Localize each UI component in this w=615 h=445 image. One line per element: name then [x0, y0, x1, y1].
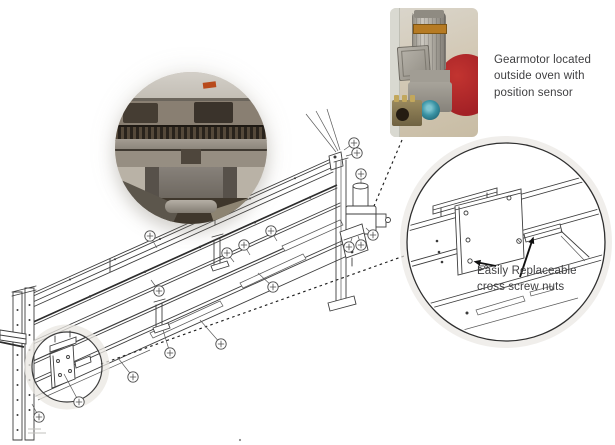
callout-balloon: [63, 373, 85, 408]
replaceable-nuts-note: Easily Replaceable cross screw nuts: [477, 264, 577, 296]
callout-balloon: [355, 168, 367, 184]
photo-top-rail: [115, 72, 267, 99]
callout-balloon: [345, 147, 363, 159]
callout-balloons: [31, 137, 379, 423]
callout-balloon: [365, 227, 379, 241]
replaceable-nuts-note-line: Easily Replaceable: [477, 265, 577, 277]
callout-balloon: [238, 239, 251, 256]
motor-nameplate: [413, 24, 447, 34]
teal-coupling: [420, 100, 440, 120]
callout-balloon: [117, 357, 139, 383]
callout-balloon: [221, 247, 235, 263]
callout-balloon: [144, 230, 158, 249]
roller-pin: [165, 200, 217, 213]
replaceable-nuts-detail-inset: [400, 136, 612, 348]
chain-teeth: [115, 125, 267, 141]
gearmotor-photo: [390, 8, 478, 137]
gearmotor-note: Gearmotor located outside oven with posi…: [494, 52, 591, 101]
guide-bracket: [159, 167, 223, 198]
dashed-connectors: [100, 139, 405, 365]
arrow-pointer: [473, 259, 497, 267]
shaft-hole: [396, 108, 409, 121]
callout-balloon: [162, 329, 176, 359]
callout-balloon: [150, 279, 165, 297]
gearmotor-note-line: outside oven with: [494, 70, 585, 83]
callout-balloon: [343, 237, 355, 253]
stray-dot: [238, 438, 242, 442]
hanger-bracket: [210, 233, 230, 272]
gearmotor-drawing: [339, 182, 391, 267]
callout-balloon: [257, 272, 279, 293]
connector-circle-to-detail: [100, 255, 405, 365]
detail-source-circle: [24, 324, 110, 410]
connector-photo-to-gearmotor: [373, 139, 403, 207]
hanger-bracket: [152, 298, 171, 334]
callout-balloon: [199, 319, 227, 350]
gearmotor-note-line: position sensor: [494, 86, 573, 99]
arrow-pointer: [519, 236, 535, 278]
callout-balloon: [31, 403, 45, 423]
gearmotor-note-line: Gearmotor located: [494, 54, 591, 66]
callout-balloon: [265, 225, 278, 242]
replaceable-nuts-note-line: cross screw nuts: [477, 280, 565, 293]
callout-balloon: [355, 235, 367, 251]
callout-balloon: [343, 137, 360, 151]
oven-interior-photo: [115, 72, 267, 224]
mounting-plate: [454, 188, 525, 276]
